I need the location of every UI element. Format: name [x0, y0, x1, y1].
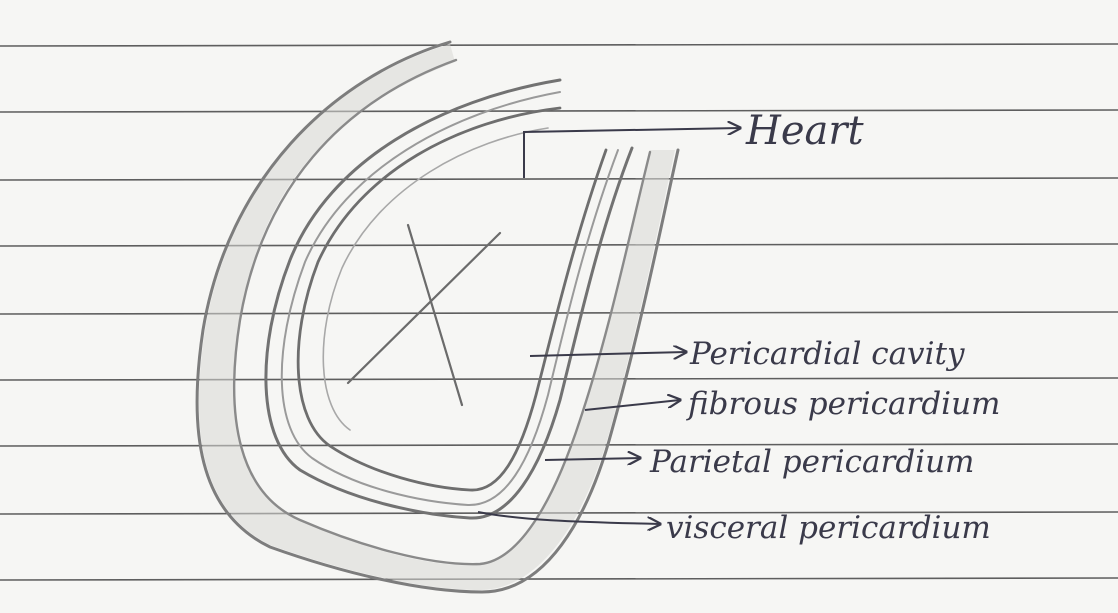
label-parietal-pericardium: Parietal pericardium — [649, 444, 974, 480]
label-visceral-pericardium: visceral pericardium — [666, 510, 991, 546]
label-pericardial-cavity: Pericardial cavity — [689, 336, 965, 372]
label-fibrous-pericardium: fibrous pericardium — [686, 386, 1000, 422]
label-heart: Heart — [745, 108, 865, 154]
